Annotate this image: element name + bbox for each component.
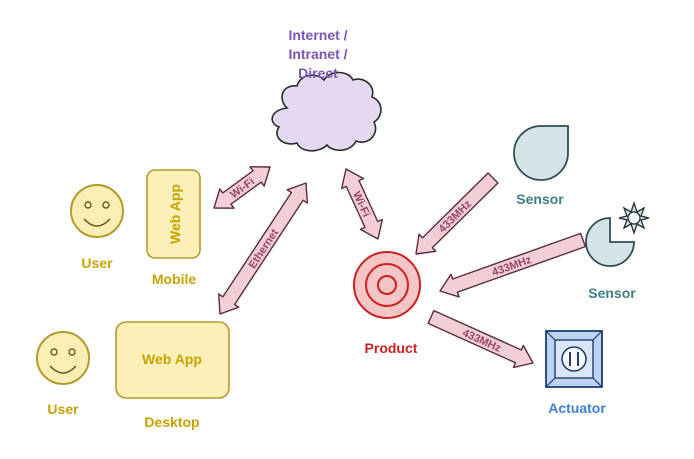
- arrow-shape: [427, 309, 534, 369]
- arrow-sensor1-product: 433MHz: [415, 172, 499, 255]
- arrow-shape: [218, 182, 308, 315]
- sensor-1-label: Sensor: [516, 191, 564, 207]
- desktop-user-smiley-face-icon: [36, 331, 90, 385]
- product-label: Product: [365, 340, 418, 356]
- desktop-web-app-label: Web App: [142, 351, 202, 367]
- arrow-cloud-product: Wi-Fi: [341, 168, 383, 240]
- arrow-shape: [213, 166, 271, 209]
- product-target-icon: [353, 251, 421, 319]
- arrow-product-actuator: 433MHz: [427, 309, 534, 369]
- mobile-user-smiley-face-icon: [70, 184, 124, 238]
- desktop-web-app-box: [115, 321, 230, 399]
- arrow-shape: [415, 172, 499, 255]
- desktop-user-label: User: [47, 401, 79, 417]
- arrow-sensor2-product: 433MHz: [439, 232, 587, 298]
- arrow-shape: [341, 168, 383, 240]
- arrow-label: 433MHz: [436, 198, 474, 236]
- mobile-web-app-label: Web App: [167, 184, 183, 244]
- cloud-label-line-1: Internet /: [288, 27, 347, 43]
- sensor-1-teardrop-icon: [513, 125, 569, 181]
- arrow-shape: [439, 232, 587, 298]
- mobile-web-app-box: [146, 169, 201, 259]
- arrow-mobile-cloud: Wi-Fi: [213, 166, 271, 209]
- cloud-label-line-3: Direct: [298, 65, 338, 81]
- mobile-device-label: Mobile: [152, 271, 197, 287]
- mobile-user-label: User: [81, 255, 113, 271]
- sensor-2-light-sensor-icon: [585, 200, 650, 267]
- desktop-device-label: Desktop: [144, 414, 199, 430]
- cloud-icon: [271, 71, 382, 152]
- cloud-label-line-2: Intranet /: [288, 46, 347, 62]
- sensor-2-label: Sensor: [588, 285, 636, 301]
- actuator-label: Actuator: [548, 400, 606, 416]
- actuator-icon: [545, 330, 603, 388]
